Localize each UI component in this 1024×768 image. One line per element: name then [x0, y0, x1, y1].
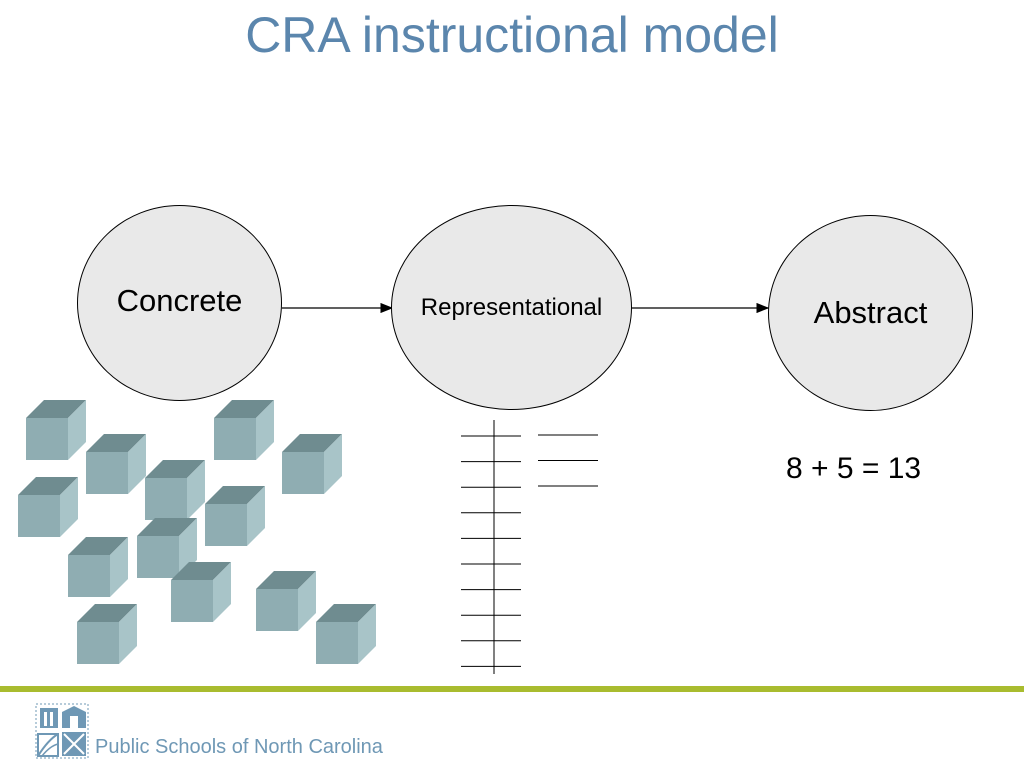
- concrete-cubes: [18, 400, 376, 664]
- stage-abstract: Abstract: [768, 215, 973, 411]
- footer-organization-name: Public Schools of North Carolina: [95, 736, 383, 758]
- concrete-cube: [171, 562, 231, 622]
- page-title: CRA instructional model: [245, 7, 779, 63]
- footer-divider: [0, 686, 1024, 692]
- concrete-cube: [282, 434, 342, 494]
- concrete-cube: [145, 460, 205, 520]
- abstract-equation: 8 + 5 = 13: [786, 452, 922, 485]
- concrete-cube: [26, 400, 86, 460]
- stage-concrete: Concrete: [77, 205, 282, 401]
- concrete-cube: [316, 604, 376, 664]
- concrete-cube: [205, 486, 265, 546]
- stage-representational: Representational: [391, 205, 632, 410]
- stage-concrete-label: Concrete: [116, 283, 243, 318]
- concrete-cube: [68, 537, 128, 597]
- concrete-cube: [214, 400, 274, 460]
- representational-tally-marks: [461, 420, 598, 674]
- stage-representational-label: Representational: [420, 293, 603, 321]
- concrete-cube: [256, 571, 316, 631]
- concrete-cube: [86, 434, 146, 494]
- concrete-cube: [137, 518, 197, 578]
- nc-schools-logo-icon: [35, 703, 89, 759]
- stage-abstract-label: Abstract: [813, 295, 928, 330]
- concrete-cube: [77, 604, 137, 664]
- concrete-cube: [18, 477, 78, 537]
